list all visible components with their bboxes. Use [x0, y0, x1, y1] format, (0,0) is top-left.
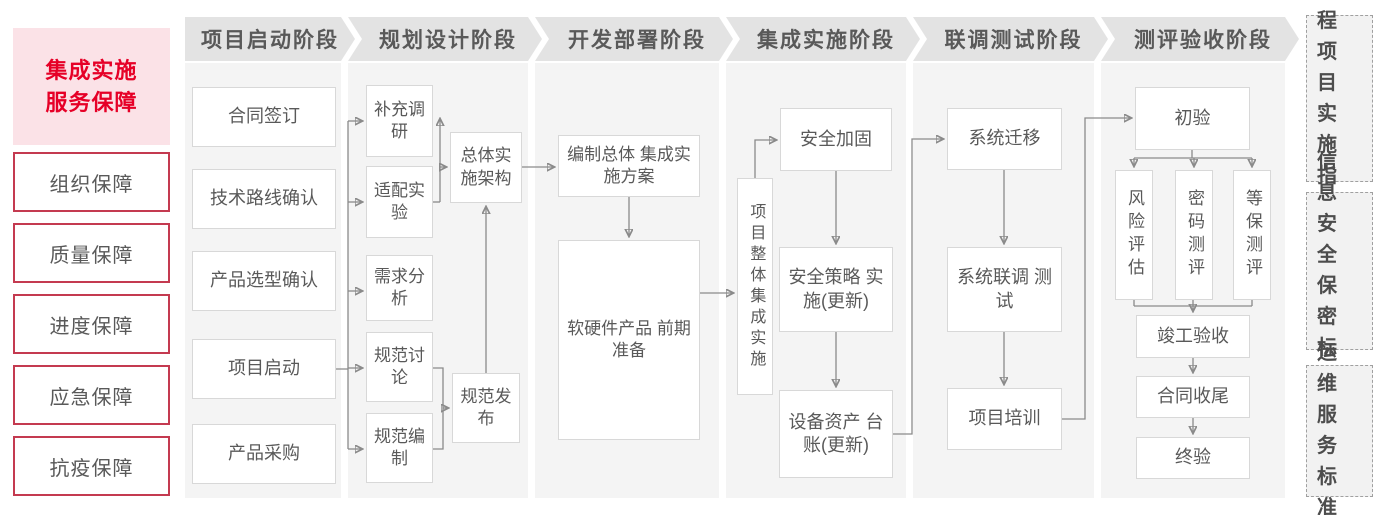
node-contract-signing: 合同签订	[192, 87, 336, 147]
standard-box-ops-service: 运维 服务 标准	[1306, 342, 1373, 515]
node-requirement-analysis: 需求分析	[366, 255, 433, 321]
standard-text-row: 服务	[1317, 404, 1347, 457]
node-hw-sw-preparation: 软硬件产品 前期准备	[558, 240, 700, 440]
guarantee-item-schedule: 进度保障	[13, 294, 170, 354]
guarantee-item-quality: 质量保障	[13, 223, 170, 283]
node-final-acceptance: 终验	[1136, 437, 1250, 479]
phase-header-project-kickoff: 项目启动阶段	[185, 17, 355, 61]
node-overall-integration-plan: 编制总体 集成实施方案	[558, 135, 700, 197]
guarantee-item-emergency: 应急保障	[13, 365, 170, 425]
node-classified-protection-evaluation: 等保测评	[1233, 170, 1271, 300]
standard-box-infosec: 信息 安全 保密 标准	[1306, 151, 1373, 390]
standard-text-row: 信息	[1317, 151, 1347, 204]
phase-header-evaluation-acceptance: 测评验收阶段	[1101, 17, 1299, 61]
diagram-title-line1: 集成实施	[45, 57, 138, 83]
phase-header-joint-testing: 联调测试阶段	[913, 17, 1108, 61]
standard-text-row: 保密	[1317, 275, 1347, 328]
node-spec-drafting: 规范编制	[366, 413, 433, 483]
standard-text-row: 实施	[1317, 102, 1347, 156]
node-project-kickoff: 项目启动	[192, 339, 336, 399]
node-spec-release: 规范发布	[452, 373, 520, 443]
phase-header-develop-deploy: 开发部署阶段	[535, 17, 733, 61]
node-system-migration: 系统迁移	[947, 108, 1062, 170]
phase-header-integration-implementation: 集成实施阶段	[726, 17, 920, 61]
standard-text-row: 工程	[1317, 0, 1347, 32]
standard-text-row: 运维	[1317, 342, 1347, 395]
node-initial-acceptance: 初验	[1135, 87, 1250, 150]
diagram-title-line2: 服务保障	[45, 89, 138, 115]
node-adaptation-testing: 适配实验	[366, 166, 433, 238]
node-security-hardening: 安全加固	[780, 108, 892, 171]
node-product-procurement: 产品采购	[192, 424, 336, 484]
node-tech-route-confirmation: 技术路线确认	[192, 169, 336, 229]
node-risk-assessment: 风险评估	[1115, 170, 1153, 300]
node-contract-closure: 合同收尾	[1136, 376, 1250, 418]
standard-text-row: 标准	[1317, 466, 1347, 515]
guarantee-item-organization: 组织保障	[13, 152, 170, 212]
node-system-joint-testing: 系统联调 测试	[947, 247, 1062, 332]
node-security-policy-implementation: 安全策略 实施(更新)	[779, 247, 893, 332]
standard-text-row: 安全	[1317, 213, 1347, 266]
node-crypto-evaluation: 密码测评	[1175, 170, 1213, 300]
node-project-overall-integration: 项目整体集成实施	[737, 178, 773, 395]
node-overall-implementation-architecture: 总体实施架构	[450, 132, 522, 203]
node-project-training: 项目培训	[947, 388, 1062, 450]
node-spec-discussion: 规范讨论	[366, 332, 433, 402]
diagram-title: 集成实施 服务保障	[13, 28, 170, 145]
node-product-selection-confirmation: 产品选型确认	[192, 251, 336, 311]
node-supplementary-research: 补充调研	[366, 85, 433, 157]
phase-header-planning-design: 规划设计阶段	[348, 17, 542, 61]
standard-text-row: 项目	[1317, 40, 1347, 94]
node-completion-acceptance: 竣工验收	[1136, 315, 1250, 358]
node-equipment-asset-ledger: 设备资产 台账(更新)	[779, 390, 893, 478]
guarantee-item-epidemic: 抗疫保障	[13, 436, 170, 496]
standard-box-project-guide: 工程 项目 实施 指引	[1306, 0, 1373, 218]
